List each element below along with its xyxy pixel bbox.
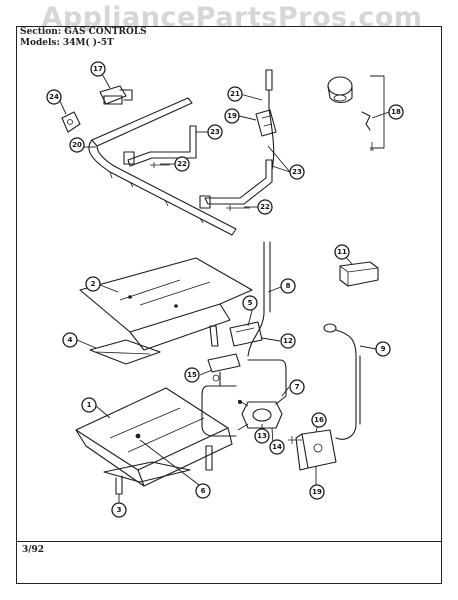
watermark: AppliancePartsPros.com (41, 2, 423, 33)
svg-text:24: 24 (49, 93, 59, 101)
callout-5: 5 (242, 295, 258, 311)
svg-text:13: 13 (257, 432, 267, 440)
part-burner-tube-lower (199, 159, 273, 209)
svg-text:19: 19 (227, 112, 237, 120)
callout-4: 4 (62, 332, 78, 348)
svg-text:23: 23 (210, 128, 220, 136)
svg-text:20: 20 (72, 141, 82, 149)
callout-21: 20 (69, 137, 85, 153)
callout-23-lower: 23 (289, 164, 305, 180)
svg-text:14: 14 (272, 443, 282, 451)
svg-text:15: 15 (187, 371, 197, 379)
callout-24: 24 (46, 89, 62, 105)
callout-9: 9 (375, 341, 391, 357)
part-flex-line (323, 323, 361, 440)
part-manifold-pipe (88, 97, 237, 236)
callout-22-upper: 22 (174, 156, 190, 172)
callout-22-lower: 22 (257, 199, 273, 215)
leader-lines (57, 73, 390, 509)
callout-15: 14 (269, 439, 285, 455)
callout-16: 15 (184, 367, 200, 383)
callout-7: 7 (289, 379, 305, 395)
callout-23-upper: 23 (207, 124, 223, 140)
part-pressure-regulator (237, 399, 283, 431)
part-manifold-valve (99, 85, 133, 105)
svg-text:16: 16 (314, 416, 324, 424)
model-label: Models: 34M( )-5T (20, 38, 114, 48)
callout-18: 18 (388, 104, 404, 120)
svg-text:5: 5 (248, 299, 253, 307)
callout-8: 8 (280, 278, 296, 294)
footer-rule (16, 541, 442, 542)
svg-text:19: 19 (312, 488, 322, 496)
callout-14: 13 (254, 428, 270, 444)
svg-text:21: 21 (230, 90, 240, 98)
svg-text:17: 17 (93, 65, 103, 73)
svg-text:9: 9 (381, 345, 386, 353)
callout-19-lower: 19 (309, 484, 325, 500)
part-knob-clip (361, 111, 374, 151)
part-thermostat-bracket (255, 109, 277, 137)
part-orifice-fittings (150, 162, 250, 211)
part-lower-baffle (75, 387, 233, 487)
callout-20: 21 (227, 86, 243, 102)
callout-17: 16 (311, 412, 327, 428)
section-label: Section: GAS CONTROLS (20, 27, 147, 37)
part-ignitor-tube (265, 69, 275, 171)
part-upper-shield (79, 257, 253, 351)
svg-text:12: 12 (283, 337, 293, 345)
part-gas-tubing (201, 359, 287, 437)
part-thermocouple-rod (247, 241, 271, 357)
svg-text:8: 8 (286, 282, 291, 290)
callout-12: 12 (280, 333, 296, 349)
svg-text:23: 23 (292, 168, 302, 176)
callout-13: 17 (90, 61, 106, 77)
part-burner-tube-upper (123, 125, 197, 167)
svg-text:1: 1 (87, 401, 92, 409)
svg-text:22: 22 (260, 203, 270, 211)
svg-text:18: 18 (391, 108, 401, 116)
diagram-frame (16, 26, 442, 584)
part-valve-bracket (61, 111, 81, 133)
callout-3: 3 (111, 502, 127, 518)
callout-2: 2 (85, 276, 101, 292)
svg-text:3: 3 (117, 506, 122, 514)
part-burner-support (89, 325, 219, 365)
callout-11: 11 (334, 244, 350, 260)
svg-text:4: 4 (68, 336, 73, 344)
svg-text:6: 6 (201, 487, 206, 495)
svg-text:7: 7 (295, 383, 300, 391)
part-oven-thermostat (288, 429, 337, 471)
revision-date: 3/92 (22, 545, 45, 555)
svg-text:2: 2 (91, 280, 96, 288)
svg-text:22: 22 (177, 160, 187, 168)
callout-19-upper: 19 (224, 108, 240, 124)
part-control-knob (327, 76, 353, 104)
part-spark-module (339, 261, 379, 287)
part-pilot-assembly (207, 353, 241, 387)
callout-6: 6 (195, 483, 211, 499)
callout-1: 1 (81, 397, 97, 413)
svg-text:11: 11 (337, 248, 347, 256)
